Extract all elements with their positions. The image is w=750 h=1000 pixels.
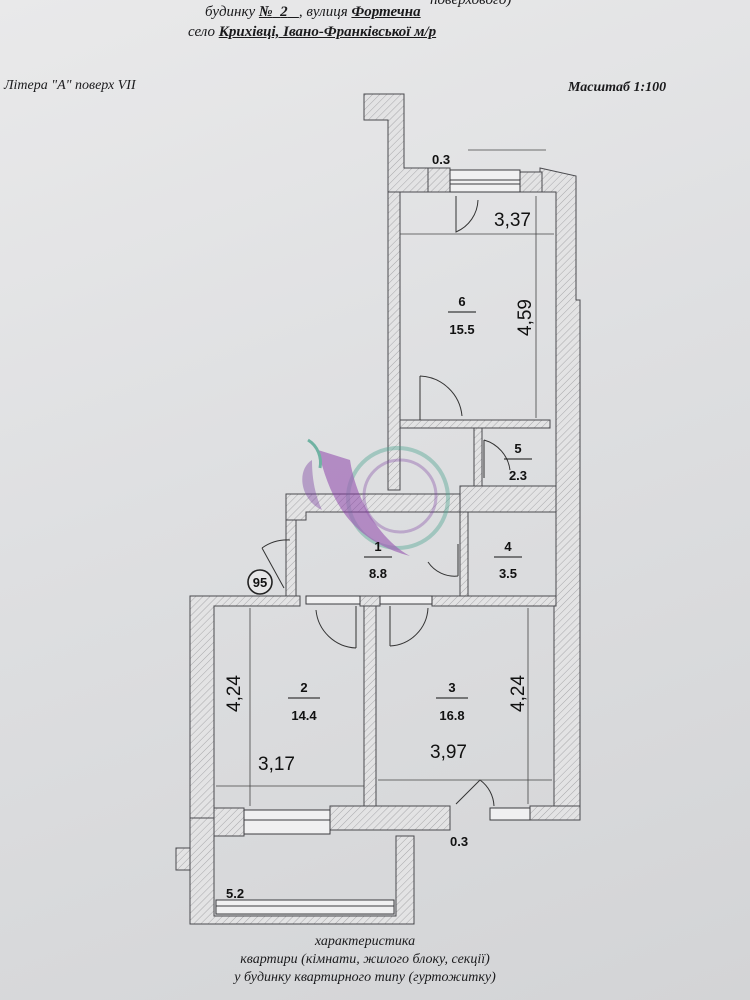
header-house-line: будинку № 2 , вулиця Фортечна	[205, 4, 421, 21]
dim-room3-width: 3,97	[430, 742, 467, 763]
room-2-area: 14.4	[291, 708, 317, 723]
room-2-number: 2	[300, 680, 307, 695]
marker-95: 95	[247, 569, 273, 595]
footer-line-1: характеристика	[314, 934, 416, 949]
room-6-number: 6	[458, 294, 465, 309]
dim-room6-width: 3,37	[494, 210, 531, 231]
scale-label: Масштаб 1:100	[568, 80, 667, 95]
street-name: Фортечна	[351, 4, 421, 20]
room-3-area: 16.8	[439, 708, 464, 723]
room-4-area: 3.5	[499, 566, 517, 581]
footer-line-3: у будинку квартирного типу (гуртожитку)	[234, 970, 496, 985]
village-prefix: село	[188, 24, 215, 40]
litera-floor: Літера "А" поверх VII	[4, 78, 136, 93]
room-4-number: 4	[504, 539, 512, 554]
room-1-number: 1	[374, 539, 381, 554]
dim-room2-length: 4,24	[224, 675, 245, 712]
room-5-number: 5	[514, 441, 521, 456]
room-5-area: 2.3	[509, 468, 527, 483]
header-village-line: село Крихівці, Івано-Франківської м/р	[188, 24, 436, 41]
windows	[215, 169, 531, 915]
walls	[175, 93, 581, 925]
marker-text: 95	[253, 575, 267, 590]
dim-room2-width: 3,17	[258, 754, 295, 775]
dimension-lines	[216, 149, 554, 806]
dimension-labels: 0.3 3,37 4,59 4,24 3,17 4,24 3,97 0.3 5.…	[224, 152, 536, 901]
room-1-area: 8.8	[369, 566, 387, 581]
dim-room6-length: 4,59	[515, 299, 536, 336]
header-fragment: поверхового)	[430, 0, 512, 8]
house-number: 2	[280, 4, 288, 20]
house-no-label: №	[258, 4, 273, 20]
dim-balcony: 5.2	[226, 886, 244, 901]
room-6-area: 15.5	[449, 322, 474, 337]
dim-top-wall: 0.3	[432, 152, 450, 167]
dim-room3-length: 4,24	[508, 675, 529, 712]
dim-bottom-wall: 0.3	[450, 834, 468, 849]
room-labels: 6 15.5 5 2.3 1 8.8 4 3.5 2 14.4 3 16.8	[288, 294, 532, 723]
room-3-number: 3	[448, 680, 455, 695]
watermark-logo	[302, 438, 450, 556]
house-prefix: будинку	[205, 4, 256, 20]
street-prefix: , вулиця	[298, 4, 348, 20]
footer-line-2: квартири (кімнати, жилого блоку, секції)	[240, 952, 490, 967]
village-name: Крихівці, Івано-Франківської м/р	[218, 24, 437, 40]
